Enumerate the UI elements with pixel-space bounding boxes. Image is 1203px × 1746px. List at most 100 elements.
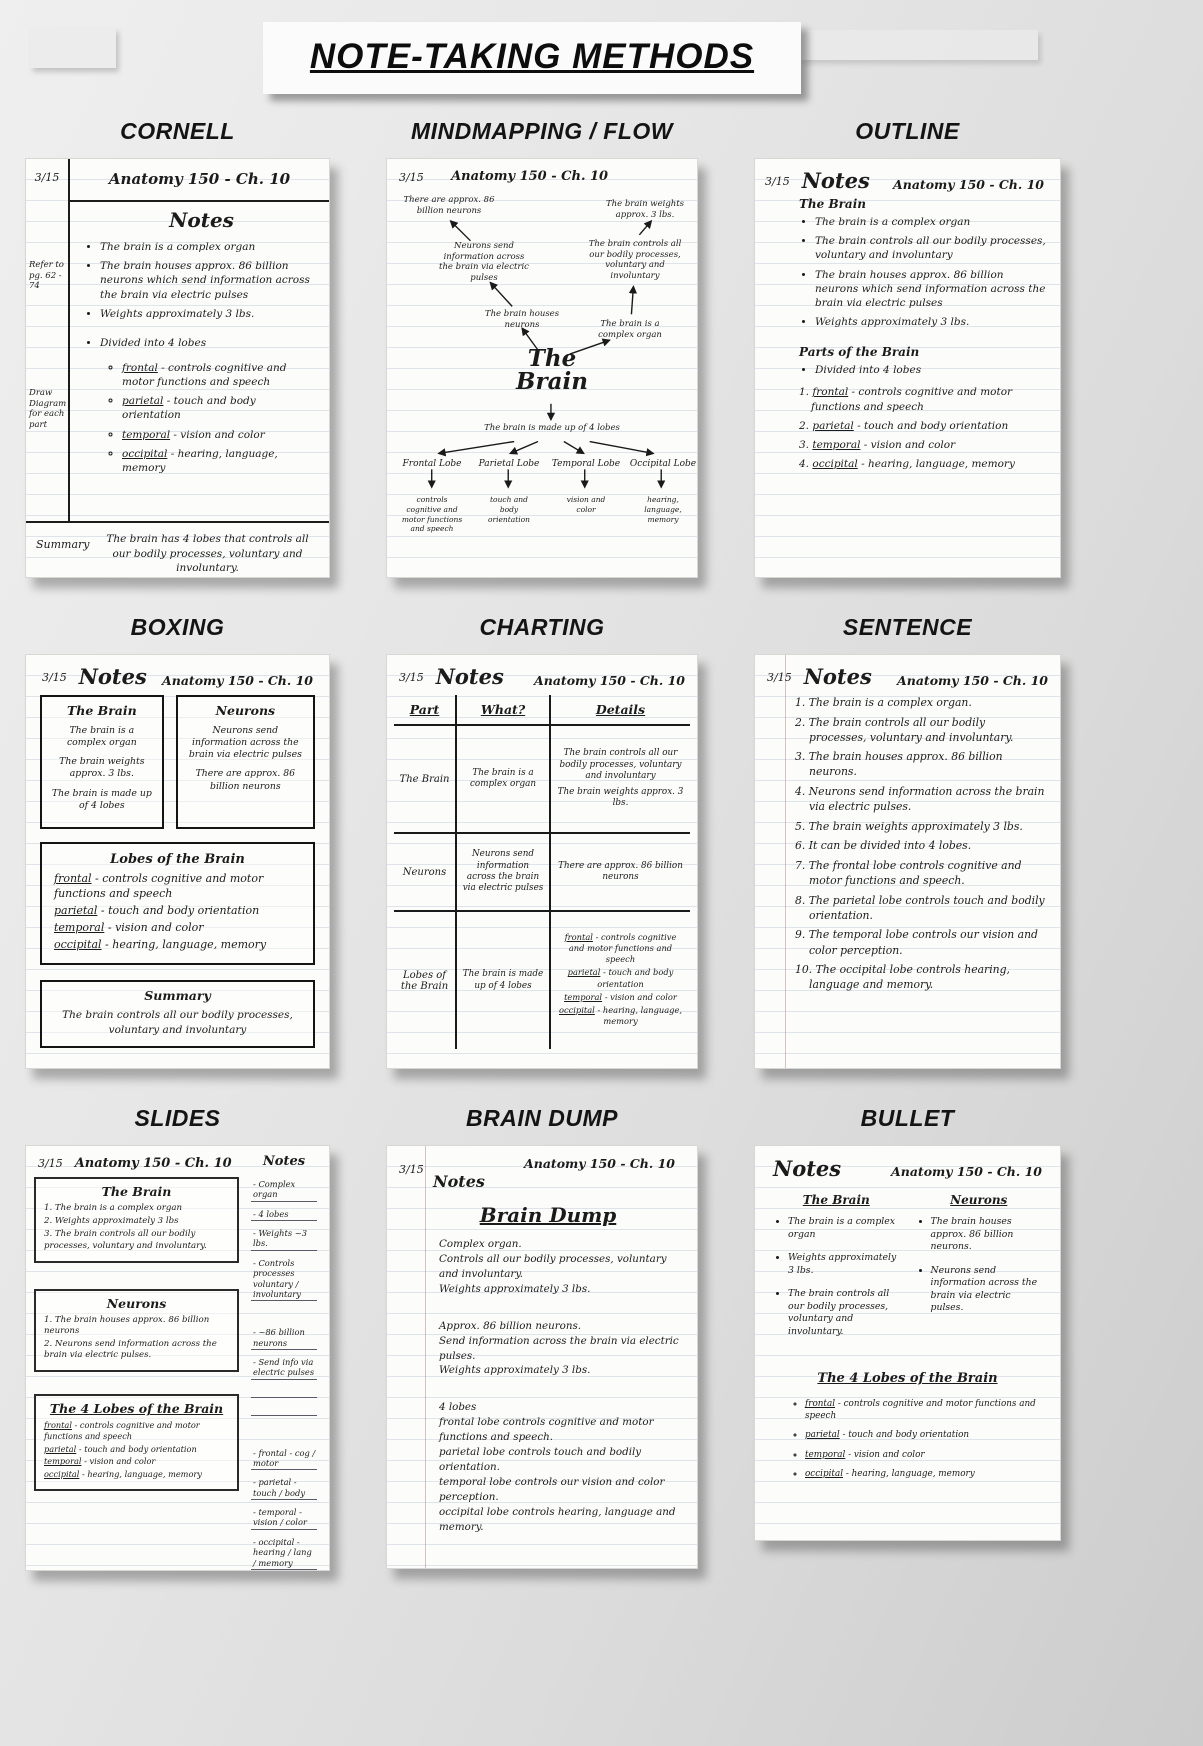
- lobe-term: frontal: [44, 1420, 72, 1431]
- notes-title: Notes: [169, 208, 234, 232]
- item-number: 2.: [799, 419, 810, 432]
- note-item: Weights approximately 3 lbs.: [100, 307, 317, 321]
- mindmap-heading: MINDMAPPING / FLOW: [411, 118, 673, 144]
- note-line: Weights approximately 3 lbs.: [439, 1282, 591, 1295]
- outline-panel: OUTLINE 3/15 Notes Anatomy 150 - Ch. 10 …: [754, 104, 1061, 578]
- lobe-term: parietal: [44, 1443, 77, 1454]
- item-number: 1.: [799, 386, 810, 399]
- lobe-term: temporal: [564, 991, 603, 1002]
- notes-title: Notes: [433, 1172, 485, 1191]
- note-item: The brain controls all our bodily proces…: [815, 234, 1046, 262]
- slide-line: 3. The brain controls all our bodily pro…: [44, 1229, 207, 1251]
- mindmap-center-node: The Brain: [516, 347, 588, 394]
- lobe-term: frontal: [564, 931, 593, 942]
- sentence-page: 3/15 Notes Anatomy 150 - Ch. 10 1. The b…: [754, 654, 1061, 1069]
- mindmap-panel: MINDMAPPING / FLOW 3/15 Anatomy 150 - Ch…: [386, 104, 698, 578]
- outline-numbered-list: 1. frontal - controls cognitive and moto…: [799, 385, 1046, 471]
- cornell-body: Refer to pg. 62 - 74 Draw Diagram for ea…: [26, 202, 329, 521]
- lobe-term: parietal: [812, 419, 854, 432]
- braindump-block: Approx. 86 billion neurons. Send informa…: [439, 1319, 679, 1379]
- course-title: Anatomy 150 - Ch. 10: [68, 159, 329, 202]
- note-line: temporal lobe controls our vision and co…: [439, 1475, 665, 1503]
- slide-notes-list: ~86 billion neurons Send info via electr…: [251, 1325, 317, 1416]
- bullet-column-neurons: Neurons The brain houses approx. 86 bill…: [916, 1193, 1043, 1349]
- sentence-line: 3. The brain houses approx. 86 billion n…: [795, 750, 1003, 779]
- lobe-desc: - controls cognitive and motor functions…: [54, 872, 264, 901]
- sentence-line: 7. The frontal lobe controls cognitive a…: [795, 858, 1022, 888]
- notes-title: Notes: [78, 664, 147, 689]
- mindmap-lobe-detail: touch and body orientation: [487, 495, 530, 524]
- note-line: Send information across the brain via el…: [439, 1334, 679, 1362]
- bullet-list: The brain is a complex organ Weights app…: [773, 1216, 900, 1338]
- lobe-term: frontal: [805, 1399, 836, 1410]
- mindmap-center-line2: Brain: [516, 368, 588, 396]
- note-line: There are approx. 86 billion neurons: [195, 768, 296, 792]
- bullet-header: Notes Anatomy 150 - Ch. 10: [773, 1156, 1042, 1181]
- braindump-block: Complex organ. Controls all our bodily p…: [439, 1237, 679, 1297]
- lobe-item: temporal - vision and color: [44, 1456, 229, 1467]
- note-item: frontal - cog / motor: [251, 1446, 317, 1471]
- lobe-item: parietal - touch and body orientation: [805, 1430, 1042, 1441]
- mindmap-node: The brain weights approx. 3 lbs.: [605, 199, 685, 220]
- boxing-top-row: The Brain The brain is a complex organ T…: [40, 695, 315, 829]
- notes-title: Notes: [262, 1154, 306, 1169]
- table-row: The Brain The brain is a complex organ T…: [393, 724, 691, 834]
- mindmap-arrows: [427, 219, 666, 489]
- decorative-card-top-left: [30, 28, 116, 68]
- course-title: Anatomy 150 - Ch. 10: [893, 177, 1044, 192]
- poster-title-card: NOTE-TAKING METHODS: [263, 22, 801, 94]
- boxing-header: 3/15 Notes Anatomy 150 - Ch. 10: [40, 655, 315, 691]
- column-header: Part: [393, 694, 457, 726]
- sentence-line: 2. The brain controls all our bodily pro…: [795, 715, 1014, 744]
- decorative-card-top-right: [800, 30, 1038, 60]
- cornell-header-row: 3/15 Anatomy 150 - Ch. 10: [26, 159, 329, 202]
- note-line: Approx. 86 billion neurons.: [439, 1319, 582, 1332]
- outline-section-title: The Brain: [799, 197, 866, 211]
- lobe-item: occipital - hearing, language, memory: [805, 1469, 1042, 1480]
- braindump-header: 3/15 Anatomy 150 - Ch. 10: [387, 1146, 679, 1176]
- mindmap-lobe-label: Occipital Lobe: [629, 459, 697, 469]
- lobe-term: parietal: [805, 1430, 840, 1441]
- bullet-list: The brain houses approx. 86 billion neur…: [916, 1216, 1043, 1315]
- note-line: The brain weights approx. 3 lbs.: [59, 756, 145, 780]
- slide-title: Neurons: [106, 1295, 167, 1311]
- lobe-desc: - hearing, language, memory: [861, 458, 1015, 471]
- mindmap-lobe-detail: controls cognitive and motor functions a…: [401, 495, 463, 534]
- cell-what: The brain is a complex organ: [455, 724, 551, 834]
- mindmap-page: 3/15 Anatomy 150 - Ch. 10: [386, 158, 698, 578]
- lobe-desc: - vision and color: [173, 428, 265, 441]
- lobe-item: occipital - hearing, language, memory: [44, 1469, 229, 1480]
- lobe-desc: - controls cognitive and motor functions…: [44, 1420, 200, 1442]
- slides-header: 3/15 Anatomy 150 - Ch. 10: [34, 1152, 239, 1177]
- lobe-item: occipital - hearing, language, memory: [54, 938, 301, 953]
- cornell-page: 3/15 Anatomy 150 - Ch. 10 Refer to pg. 6…: [25, 158, 330, 578]
- mindmap-node: The brain is a complex organ: [598, 319, 662, 340]
- sentence-line: 1. The brain is a complex organ.: [795, 696, 972, 709]
- table-row: Neurons Neurons send information across …: [393, 832, 691, 912]
- mindmap-center-line1: The: [527, 345, 577, 372]
- lobe-term: parietal: [567, 967, 601, 978]
- lobe-term: frontal: [812, 386, 849, 399]
- bullet-heading: BULLET: [860, 1105, 955, 1131]
- slide-brain: The Brain 1. The brain is a complex orga…: [34, 1177, 239, 1263]
- lobe-item: temporal - vision and color: [54, 921, 301, 936]
- note-item: occipital - hearing / lang / memory: [251, 1535, 317, 1570]
- lobe-item: temporal - vision and color: [556, 992, 685, 1003]
- sentence-line: 5. The brain weights approximately 3 lbs…: [795, 819, 1023, 833]
- bullet-panel: BULLET Notes Anatomy 150 - Ch. 10 The Br…: [754, 1091, 1061, 1571]
- sentence-line: 8. The parietal lobe controls touch and …: [795, 893, 1045, 922]
- lobe-desc: - controls cognitive and motor functions…: [568, 931, 677, 965]
- bullet-column-brain: The Brain The brain is a complex organ W…: [773, 1193, 900, 1349]
- lobe-item: parietal - touch and body orientation: [54, 904, 301, 919]
- lobe-desc: - controls cognitive and motor functions…: [805, 1399, 1036, 1421]
- lobe-desc: - controls cognitive and motor functions…: [122, 362, 287, 388]
- outline-list: Divided into 4 lobes: [799, 363, 1046, 377]
- lobe-term: occipital: [44, 1469, 80, 1479]
- outline-header: 3/15 Notes Anatomy 150 - Ch. 10: [755, 159, 1046, 195]
- charting-table: Part What? Details The Brain The brain i…: [393, 694, 691, 1050]
- date-label: 3/15: [765, 175, 790, 188]
- lobe-term: occipital: [805, 1469, 844, 1480]
- mindmap-node: The brain controls all our bodily proces…: [588, 239, 682, 281]
- blank-ruled-line: [251, 1385, 317, 1398]
- date-label: 3/15: [767, 671, 792, 684]
